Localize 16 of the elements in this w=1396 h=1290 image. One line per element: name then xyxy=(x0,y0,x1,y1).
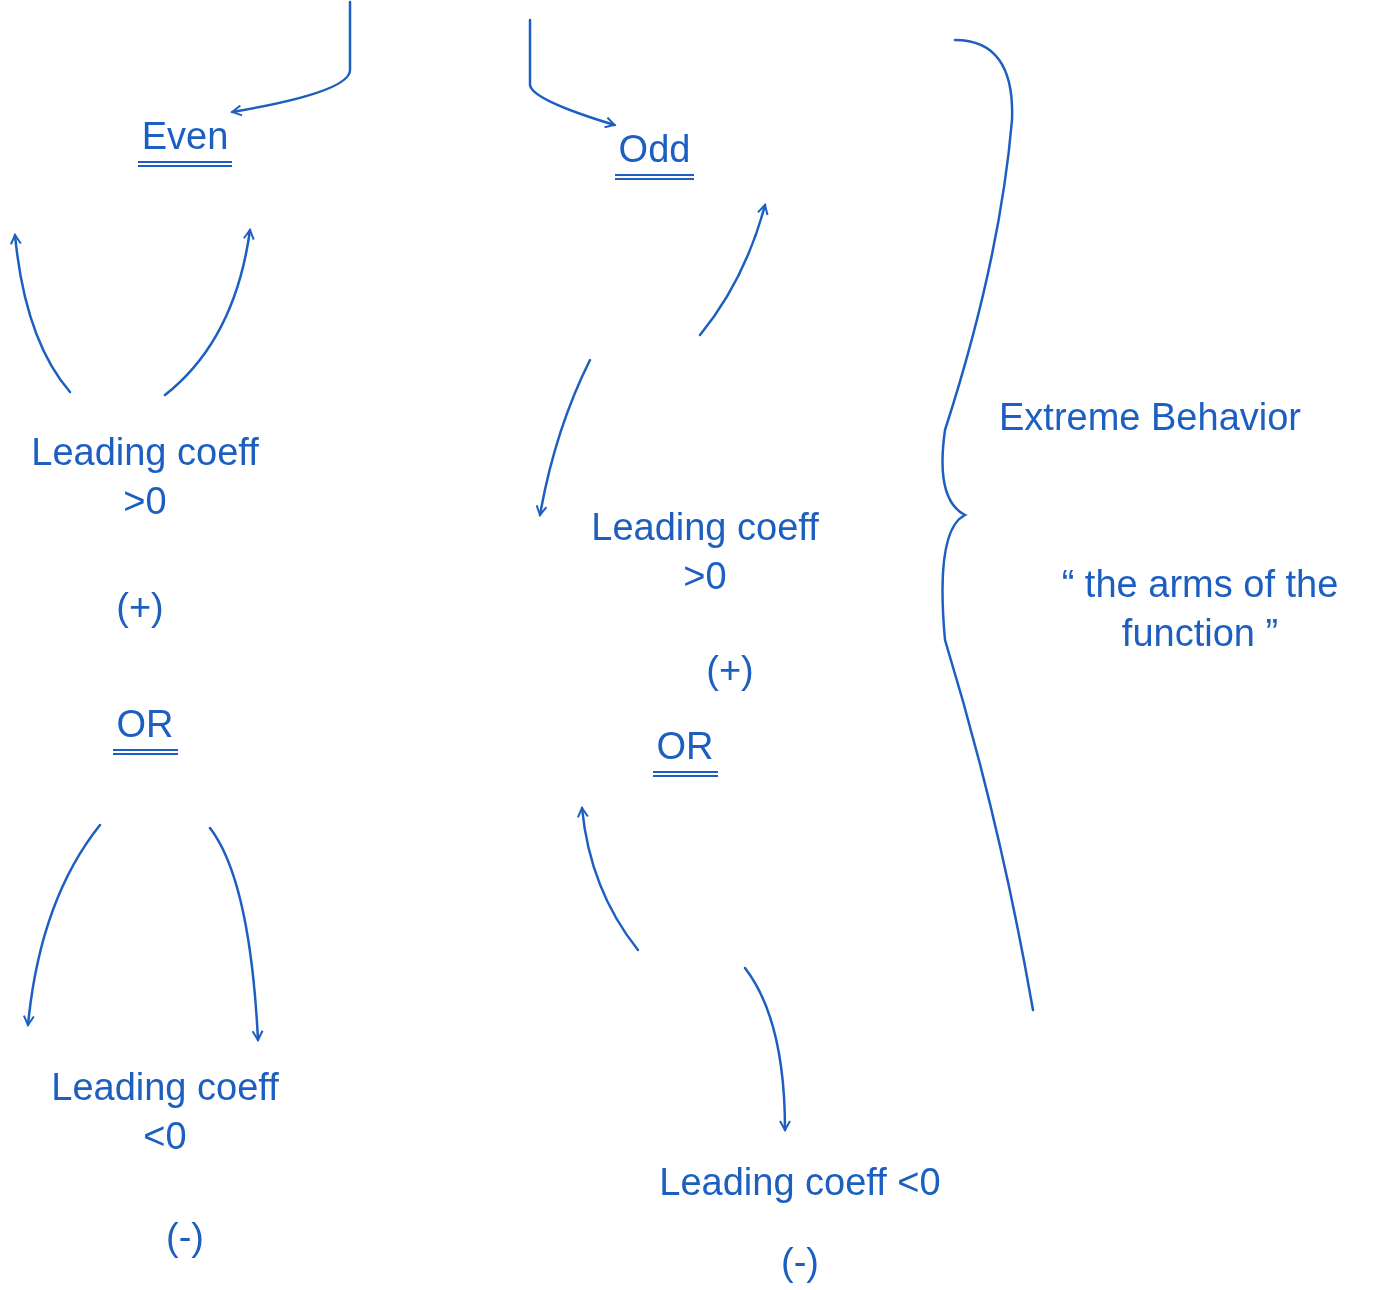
note-text: (+) xyxy=(116,585,164,630)
note-text: OR xyxy=(652,722,718,778)
note-text: OR xyxy=(112,700,178,756)
note-text: “ the arms of the function ” xyxy=(1060,562,1340,657)
note-text: Leading coeff <0 xyxy=(50,1065,280,1160)
arrow xyxy=(231,0,352,117)
note-text: Leading coeff >0 xyxy=(30,430,260,525)
note-text: (+) xyxy=(706,648,754,693)
heading-text: Odd xyxy=(614,125,695,181)
heading-text: Even xyxy=(137,112,233,168)
note-text: Extreme Behavior xyxy=(999,395,1301,440)
note-text: Leading coeff <0 xyxy=(659,1160,941,1205)
note-text: (-) xyxy=(781,1240,819,1285)
note-text: (-) xyxy=(166,1215,204,1260)
note-text: Leading coeff >0 xyxy=(590,505,820,600)
arrow xyxy=(528,18,616,129)
